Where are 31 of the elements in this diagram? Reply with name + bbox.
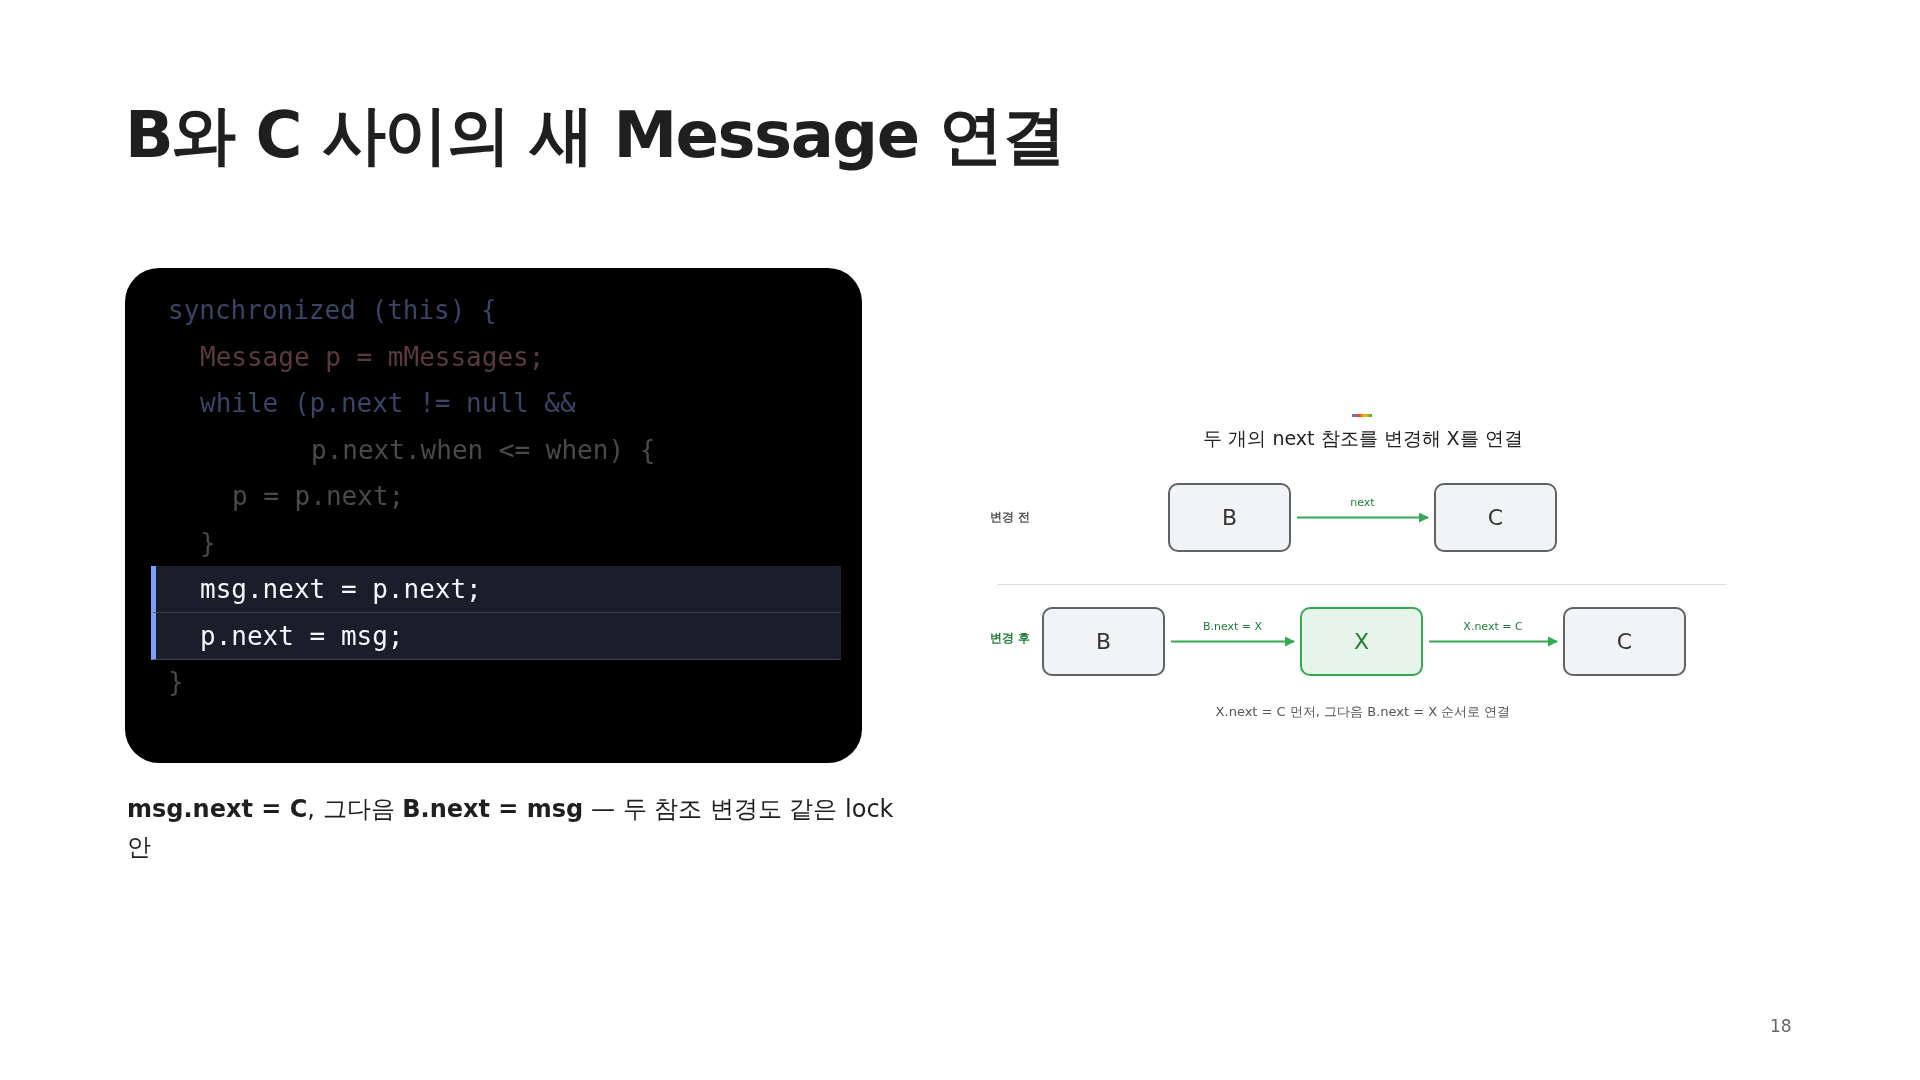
code-line: }: [200, 526, 216, 560]
diagram-heading: 두 개의 next 참조를 변경해 X를 연결: [1202, 426, 1524, 451]
code-line: synchronized (this) {: [168, 294, 497, 327]
node-box: [1434, 483, 1557, 552]
node-box: [1168, 483, 1291, 552]
page-number: 18: [1770, 1016, 1792, 1036]
node-box: [1300, 607, 1423, 676]
node-label: B: [1095, 629, 1112, 654]
row-label: 변경 전: [990, 509, 1031, 526]
edge-label: X.next = C: [1461, 619, 1525, 633]
code-line: p.next = msg;: [200, 619, 404, 653]
code-line: }: [168, 666, 184, 699]
diagram-note: X.next = C 먼저, 그다음 B.next = X 순서로 연결: [1214, 703, 1512, 721]
node-label: X: [1353, 629, 1370, 654]
arrow: [1428, 636, 1558, 647]
row-label: 변경 후: [990, 630, 1031, 647]
node-label: B: [1221, 505, 1238, 530]
arrow: [1170, 636, 1295, 647]
code-line: Message p = mMessages;: [200, 340, 545, 374]
node-label: C: [1616, 629, 1633, 654]
node-box: [1563, 607, 1686, 676]
edge-label: next: [1348, 495, 1377, 509]
caption: msg.next = C, 그다음 B.next = msg — 두 참조 변경도 같은 lock 안: [127, 794, 895, 863]
code-line: while (p.next != null &&: [200, 387, 576, 420]
code-line: msg.next = p.next;: [200, 573, 482, 606]
arrow: [1296, 512, 1429, 523]
code-line: p = p.next;: [232, 480, 405, 513]
code-line: p.next.when <= when) {: [311, 433, 656, 467]
node-label: C: [1487, 505, 1504, 530]
slide-title: B와 C 사이의 새 Message 연결: [125, 97, 1065, 174]
node-box: [1042, 607, 1165, 676]
